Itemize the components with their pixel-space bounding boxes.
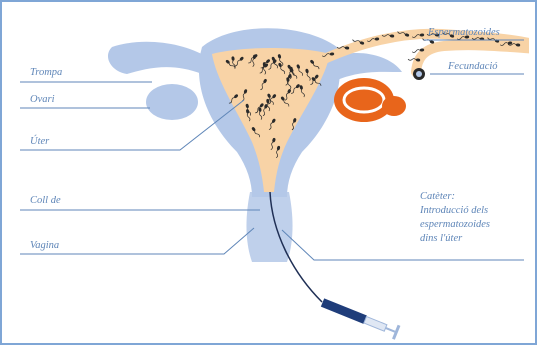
label-cateter-line4: dins l'úter (420, 232, 530, 246)
left-fallopian-tube (108, 42, 207, 74)
label-cateter: Catèter: Introducció dels espermatozoide… (420, 190, 530, 246)
label-espermatozoides: Espermatozoides (428, 27, 500, 39)
label-coll: Coll de (30, 195, 61, 207)
label-fecundacio: Fecundació (448, 61, 498, 73)
right-ovary (334, 78, 406, 122)
label-cateter-line2: Introducció dels (420, 204, 530, 218)
label-cateter-line1: Catèter: (420, 190, 530, 204)
fertilization-point (413, 68, 425, 80)
label-ovari: Ovari (30, 94, 55, 106)
label-trompa: Trompa (30, 67, 62, 79)
label-uter: Úter (30, 136, 49, 148)
left-ovary (146, 84, 198, 120)
label-vagina: Vagina (30, 240, 59, 252)
right-tube-base (332, 53, 402, 80)
label-cateter-line3: espermatozoides (420, 218, 530, 232)
syringe (320, 296, 401, 340)
